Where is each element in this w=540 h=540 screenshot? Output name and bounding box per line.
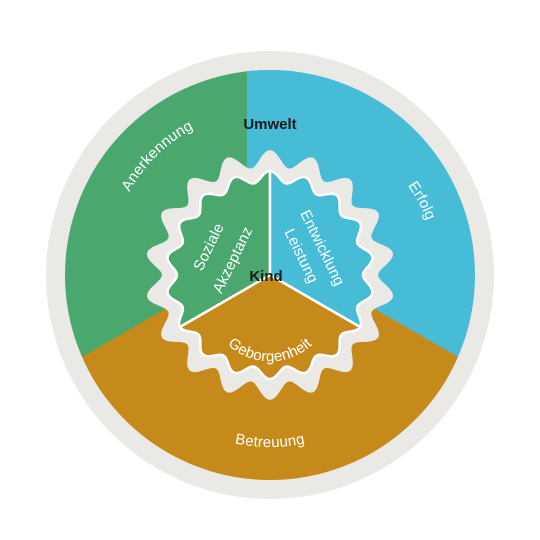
environment-label: Umwelt: [243, 116, 296, 133]
inner-segment-entwicklung-leistung: [268, 169, 374, 329]
inner-segment-geborgenheit: [178, 273, 362, 381]
child-label: Kind: [249, 268, 282, 285]
outer-label-betreuung: Betreuung: [234, 431, 306, 451]
inner-segment-soziale-akzeptanz: [166, 169, 272, 329]
inner-segments: [166, 169, 374, 381]
